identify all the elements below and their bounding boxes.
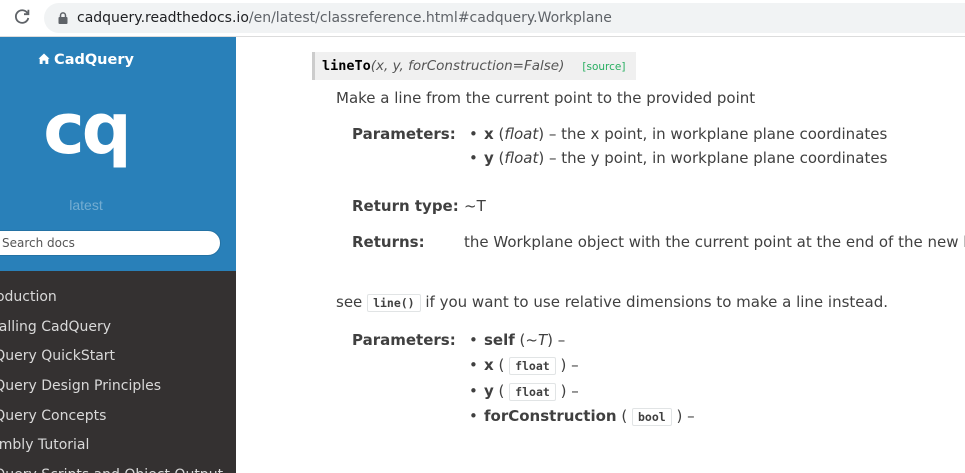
url-field[interactable]: cadquery.readthedocs.io/en/latest/classr…: [44, 3, 965, 33]
returns-label: Returns:: [352, 233, 425, 251]
param-item: •self (~T) –: [469, 331, 566, 349]
param-item: •y (float) – the y point, in workplane p…: [469, 149, 888, 167]
sidebar-item-label: CadQuery Scripts and Object Output: [0, 461, 223, 473]
bullet-dot: •: [469, 356, 478, 374]
sidebar-item-label: CadQuery Concepts: [0, 407, 107, 424]
line-code-link[interactable]: line(): [367, 294, 421, 312]
param-type: bool: [631, 408, 672, 426]
param-item: •x ( float ) –: [469, 356, 579, 375]
parameters-label: Parameters:: [352, 331, 456, 349]
reload-icon[interactable]: [12, 8, 32, 28]
method-signature: lineTo(x, y, forConstruction=False) [sour…: [312, 52, 636, 80]
bullet-dot: •: [469, 149, 478, 167]
home-label: CadQuery: [54, 52, 134, 68]
sidebar: CadQuery cq latest Introduction Installi…: [0, 37, 236, 473]
lock-icon: [58, 12, 68, 24]
source-link[interactable]: [source]: [582, 61, 626, 73]
sidebar-item-installing[interactable]: Installing CadQuery: [0, 313, 236, 343]
param-type: float: [504, 149, 539, 167]
return-type-label: Return type:: [352, 197, 459, 215]
param-desc: – the x point, in workplane plane coordi…: [548, 125, 888, 143]
sidebar-item-assembly-tutorial[interactable]: Assembly Tutorial: [0, 431, 236, 461]
param-desc: – the y point, in workplane plane coordi…: [548, 149, 888, 167]
search-input[interactable]: [0, 230, 221, 256]
param-type: float: [504, 125, 539, 143]
param-dash: –: [687, 407, 695, 425]
sidebar-item-concepts[interactable]: CadQuery Concepts: [0, 402, 236, 432]
sidebar-header: CadQuery cq latest: [0, 37, 236, 271]
version-label: latest: [69, 197, 103, 213]
param-dash: –: [571, 356, 579, 374]
param-name: self: [484, 331, 515, 349]
param-type: float: [509, 383, 556, 401]
logo[interactable]: cq: [43, 88, 132, 170]
param-name: x: [484, 125, 494, 143]
url-path: /en/latest/classreference.html#cadquery.…: [248, 10, 612, 26]
param-item: •forConstruction ( bool ) –: [469, 407, 695, 426]
sidebar-item-label: Installing CadQuery: [0, 318, 112, 335]
param-dash: –: [557, 331, 566, 349]
sidebar-item-introduction[interactable]: Introduction: [0, 283, 236, 313]
sidebar-item-design-principles[interactable]: CadQuery Design Principles: [0, 372, 236, 402]
see-also-line: see line() if you want to use relative d…: [336, 293, 888, 312]
param-name: y: [484, 149, 494, 167]
home-link[interactable]: CadQuery: [0, 52, 172, 68]
return-type-value: ~T: [464, 197, 486, 215]
sidebar-item-label: Introduction: [0, 289, 57, 305]
browser-address-bar: cadquery.readthedocs.io/en/latest/classr…: [0, 0, 965, 37]
url-text: cadquery.readthedocs.io/en/latest/classr…: [77, 10, 612, 26]
param-name: forConstruction: [484, 407, 617, 425]
see-suffix: if you want to use relative dimensions t…: [425, 293, 888, 311]
param-dash: –: [571, 382, 579, 400]
sidebar-item-label: Assembly Tutorial: [0, 437, 90, 454]
sidebar-item-scripts-output[interactable]: CadQuery Scripts and Object Output: [0, 461, 236, 473]
see-prefix: see: [336, 293, 363, 311]
home-icon: [38, 53, 50, 64]
returns-value: the Workplane object with the current po…: [464, 233, 965, 251]
method-description: Make a line from the current point to th…: [336, 89, 756, 107]
sidebar-nav: Introduction Installing CadQuery CadQuer…: [0, 283, 236, 473]
param-type: float: [509, 357, 556, 375]
bullet-dot: •: [469, 382, 478, 400]
parameters-label: Parameters:: [352, 125, 456, 143]
param-item: •y ( float ) –: [469, 382, 579, 401]
sidebar-item-label: CadQuery Design Principles: [0, 378, 162, 395]
param-name: x: [484, 356, 494, 374]
bullet-dot: •: [469, 407, 478, 425]
sidebar-item-label: CadQuery QuickStart: [0, 348, 116, 365]
method-name: lineTo: [322, 58, 371, 74]
url-host: cadquery.readthedocs.io: [77, 10, 249, 26]
bullet-dot: •: [469, 331, 478, 349]
sidebar-item-quickstart[interactable]: CadQuery QuickStart: [0, 342, 236, 372]
doc-content: lineTo(x, y, forConstruction=False) [sour…: [236, 37, 965, 473]
param-name: y: [484, 382, 494, 400]
param-item: •x (float) – the x point, in workplane p…: [469, 125, 888, 143]
param-type: ~T: [525, 331, 548, 349]
method-params: (x, y, forConstruction=False): [370, 58, 565, 74]
bullet-dot: •: [469, 125, 478, 143]
